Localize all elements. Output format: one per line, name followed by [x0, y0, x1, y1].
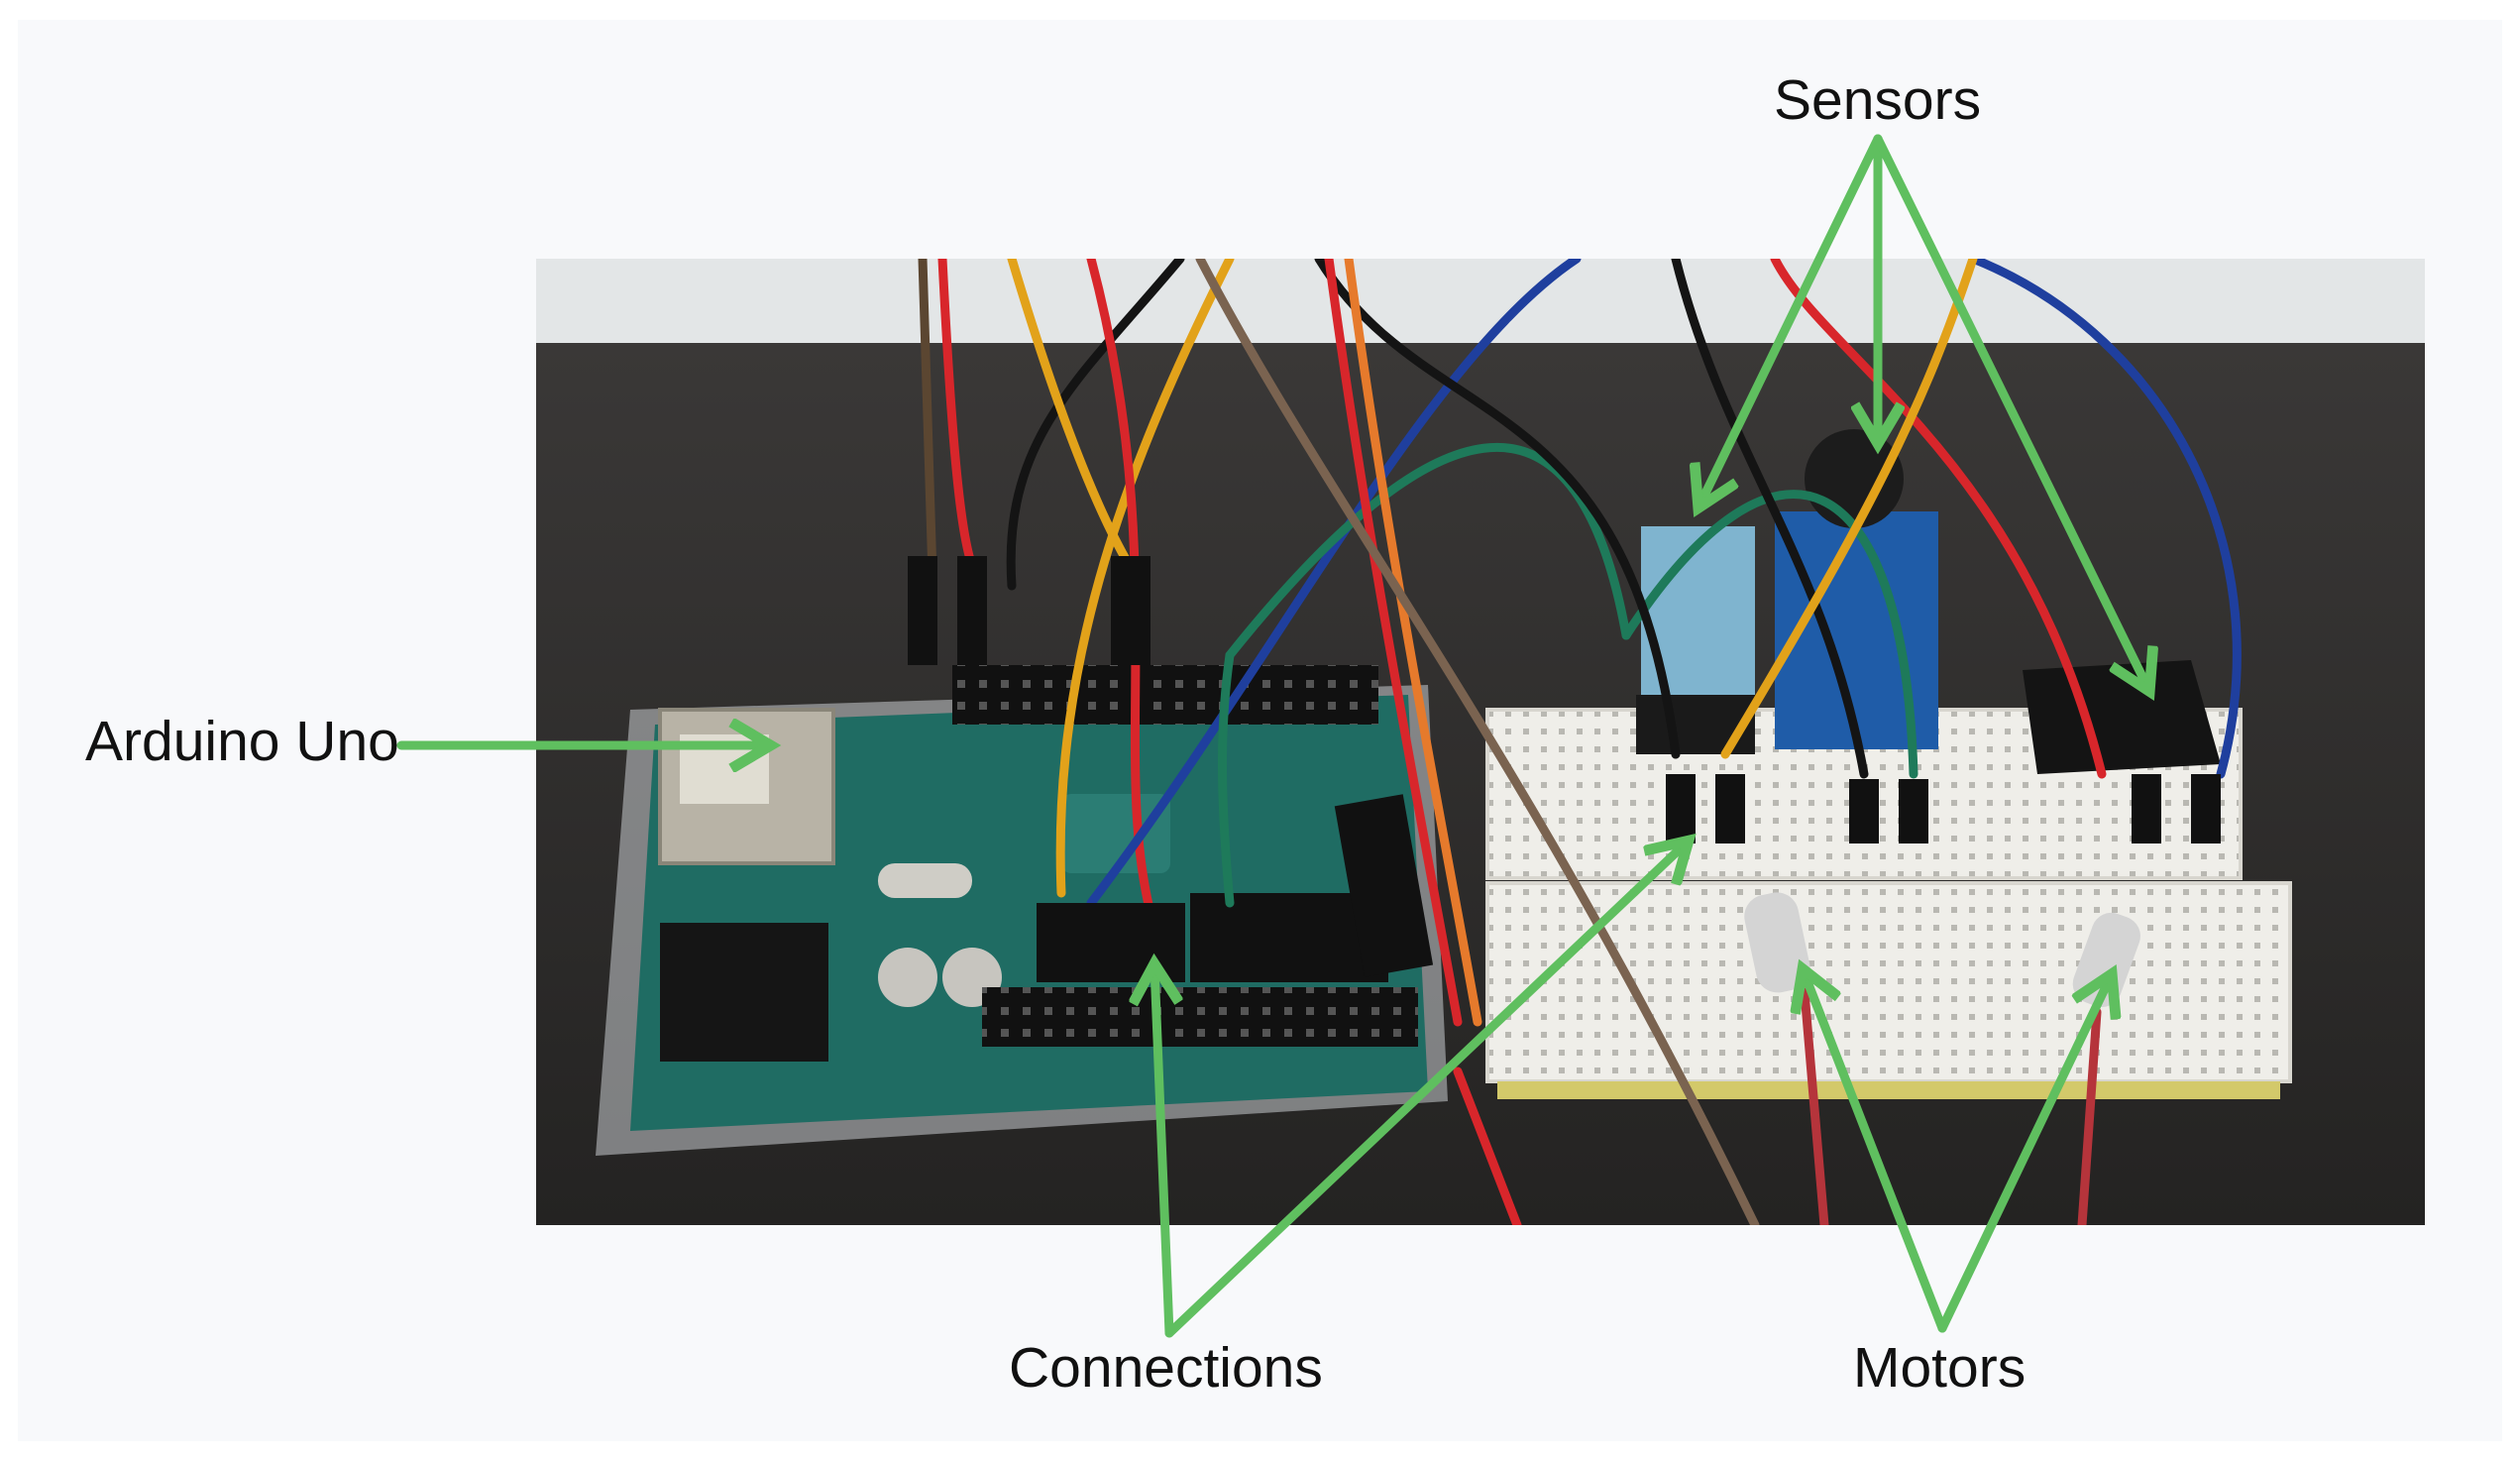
- usb-port-inner: [680, 734, 769, 804]
- label-sensors: Sensors: [1774, 68, 1982, 132]
- light-sensor-board: [2023, 660, 2221, 774]
- label-motors: Motors: [1853, 1336, 2027, 1400]
- breadboard-bottom: [1485, 881, 2292, 1083]
- dht-sensor-base: [1636, 695, 1755, 754]
- wall: [536, 259, 2425, 343]
- capacitor-left: [878, 948, 937, 1007]
- dht-sensor: [1641, 526, 1755, 725]
- circuit-photo: [536, 259, 2425, 1225]
- label-arduino-uno: Arduino Uno: [85, 710, 399, 773]
- label-connections: Connections: [1009, 1336, 1323, 1400]
- logo-area: [1061, 794, 1170, 873]
- power-analog-header: [982, 987, 1418, 1047]
- power-jack: [660, 923, 828, 1062]
- crystal: [878, 863, 972, 898]
- microphone: [1805, 429, 1904, 528]
- digital-header: [952, 665, 1378, 725]
- breadboard-edge: [1497, 1081, 2280, 1099]
